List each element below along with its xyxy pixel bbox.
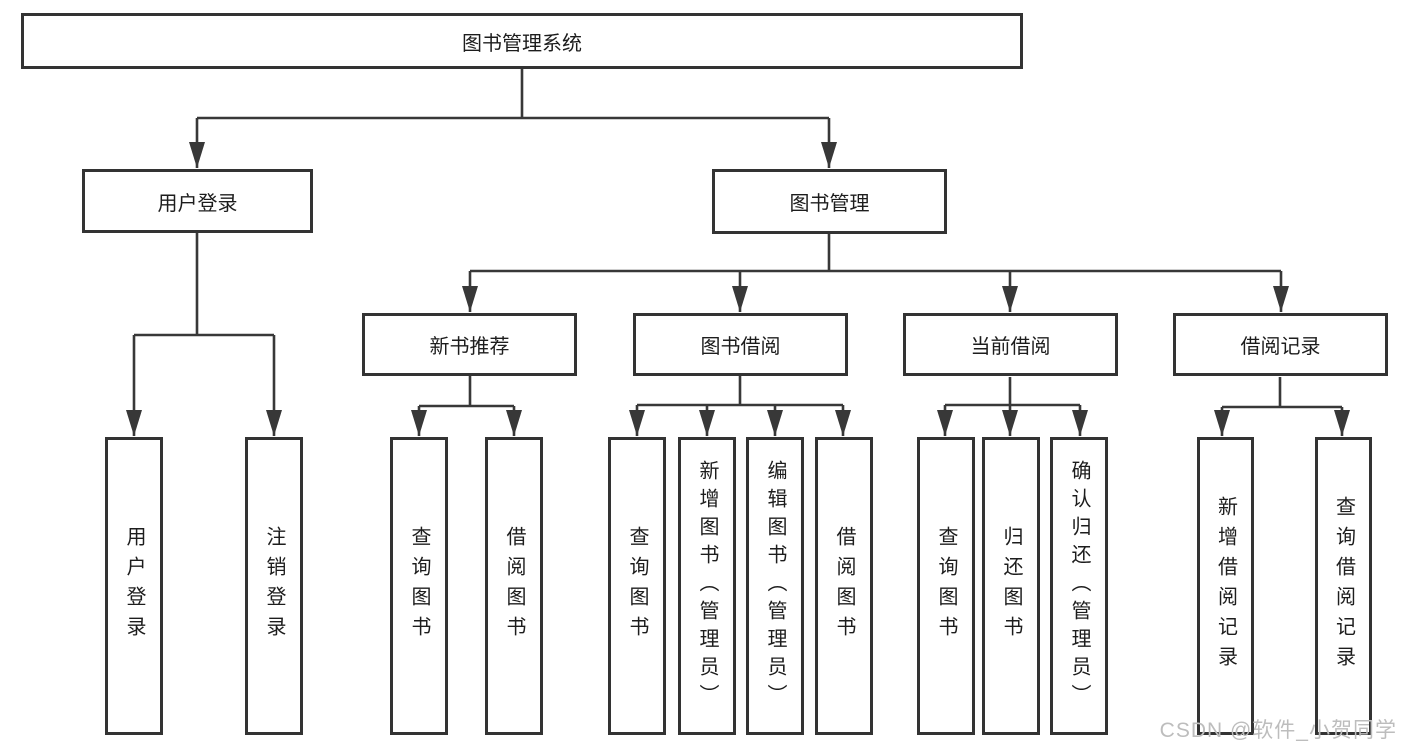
connector-currentborrow-to-leaves <box>945 377 1080 407</box>
node-label: 归还图书 <box>1000 526 1022 646</box>
node-leaf-query-books-1: 查询图书 <box>390 437 448 735</box>
node-new-book-recommendation: 新书推荐 <box>362 313 577 376</box>
connector-bookmgmt-to-level3 <box>470 234 1281 273</box>
node-leaf-return-books: 归还图书 <box>982 437 1040 735</box>
node-book-management: 图书管理 <box>712 169 947 234</box>
node-leaf-add-borrow-record: 新增借阅记录 <box>1197 437 1254 735</box>
node-borrowing-records: 借阅记录 <box>1173 313 1388 376</box>
node-label: 图书借阅 <box>700 336 781 358</box>
node-user-login: 用户登录 <box>82 169 313 233</box>
node-label: 图书管理 <box>789 193 870 215</box>
node-leaf-borrow-books-2: 借阅图书 <box>815 437 873 735</box>
connector-newbook-to-leaves <box>419 376 514 408</box>
node-library-management-system: 图书管理系统 <box>21 13 1023 69</box>
node-book-borrowing: 图书借阅 <box>633 313 848 376</box>
node-label: 用户登录 <box>123 526 145 646</box>
node-current-borrowing: 当前借阅 <box>903 313 1118 376</box>
node-leaf-confirm-return-admin: 确认归还（管理员） <box>1050 437 1108 735</box>
node-label: 查询图书 <box>408 526 430 646</box>
node-label: 查询图书 <box>626 526 648 646</box>
node-label: 查询借阅记录 <box>1332 496 1355 676</box>
node-label: 借阅记录 <box>1240 336 1321 358</box>
node-leaf-edit-books-admin: 编辑图书（管理员） <box>746 437 804 735</box>
node-label: 编辑图书（管理员） <box>764 460 786 712</box>
node-label: 新书推荐 <box>429 336 510 358</box>
connector-userlogin-to-leaves <box>134 233 274 337</box>
connector-root-to-level2 <box>197 69 829 120</box>
node-leaf-user-login: 用户登录 <box>105 437 163 735</box>
node-leaf-borrow-books-1: 借阅图书 <box>485 437 543 735</box>
node-label: 借阅图书 <box>503 526 525 646</box>
node-label: 注销登录 <box>263 526 285 646</box>
node-label: 新增借阅记录 <box>1214 496 1237 676</box>
node-label: 用户登录 <box>157 192 238 215</box>
node-label: 图书管理系统 <box>462 32 582 55</box>
node-leaf-logout: 注销登录 <box>245 437 303 735</box>
connector-bookborrow-to-leaves <box>637 375 843 407</box>
node-label: 借阅图书 <box>833 526 855 646</box>
csdn-watermark: CSDN @软件_小贺同学 <box>1159 719 1397 742</box>
node-leaf-query-books-2: 查询图书 <box>608 437 666 735</box>
connector-borrowrecord-to-leaves <box>1222 377 1342 409</box>
node-leaf-query-borrow-record: 查询借阅记录 <box>1315 437 1372 735</box>
node-leaf-add-books-admin: 新增图书（管理员） <box>678 437 736 735</box>
node-label: 查询图书 <box>935 526 957 646</box>
node-label: 确认归还（管理员） <box>1068 460 1090 712</box>
node-label: 新增图书（管理员） <box>696 460 718 712</box>
node-label: 当前借阅 <box>970 336 1051 358</box>
node-leaf-query-books-3: 查询图书 <box>917 437 975 735</box>
